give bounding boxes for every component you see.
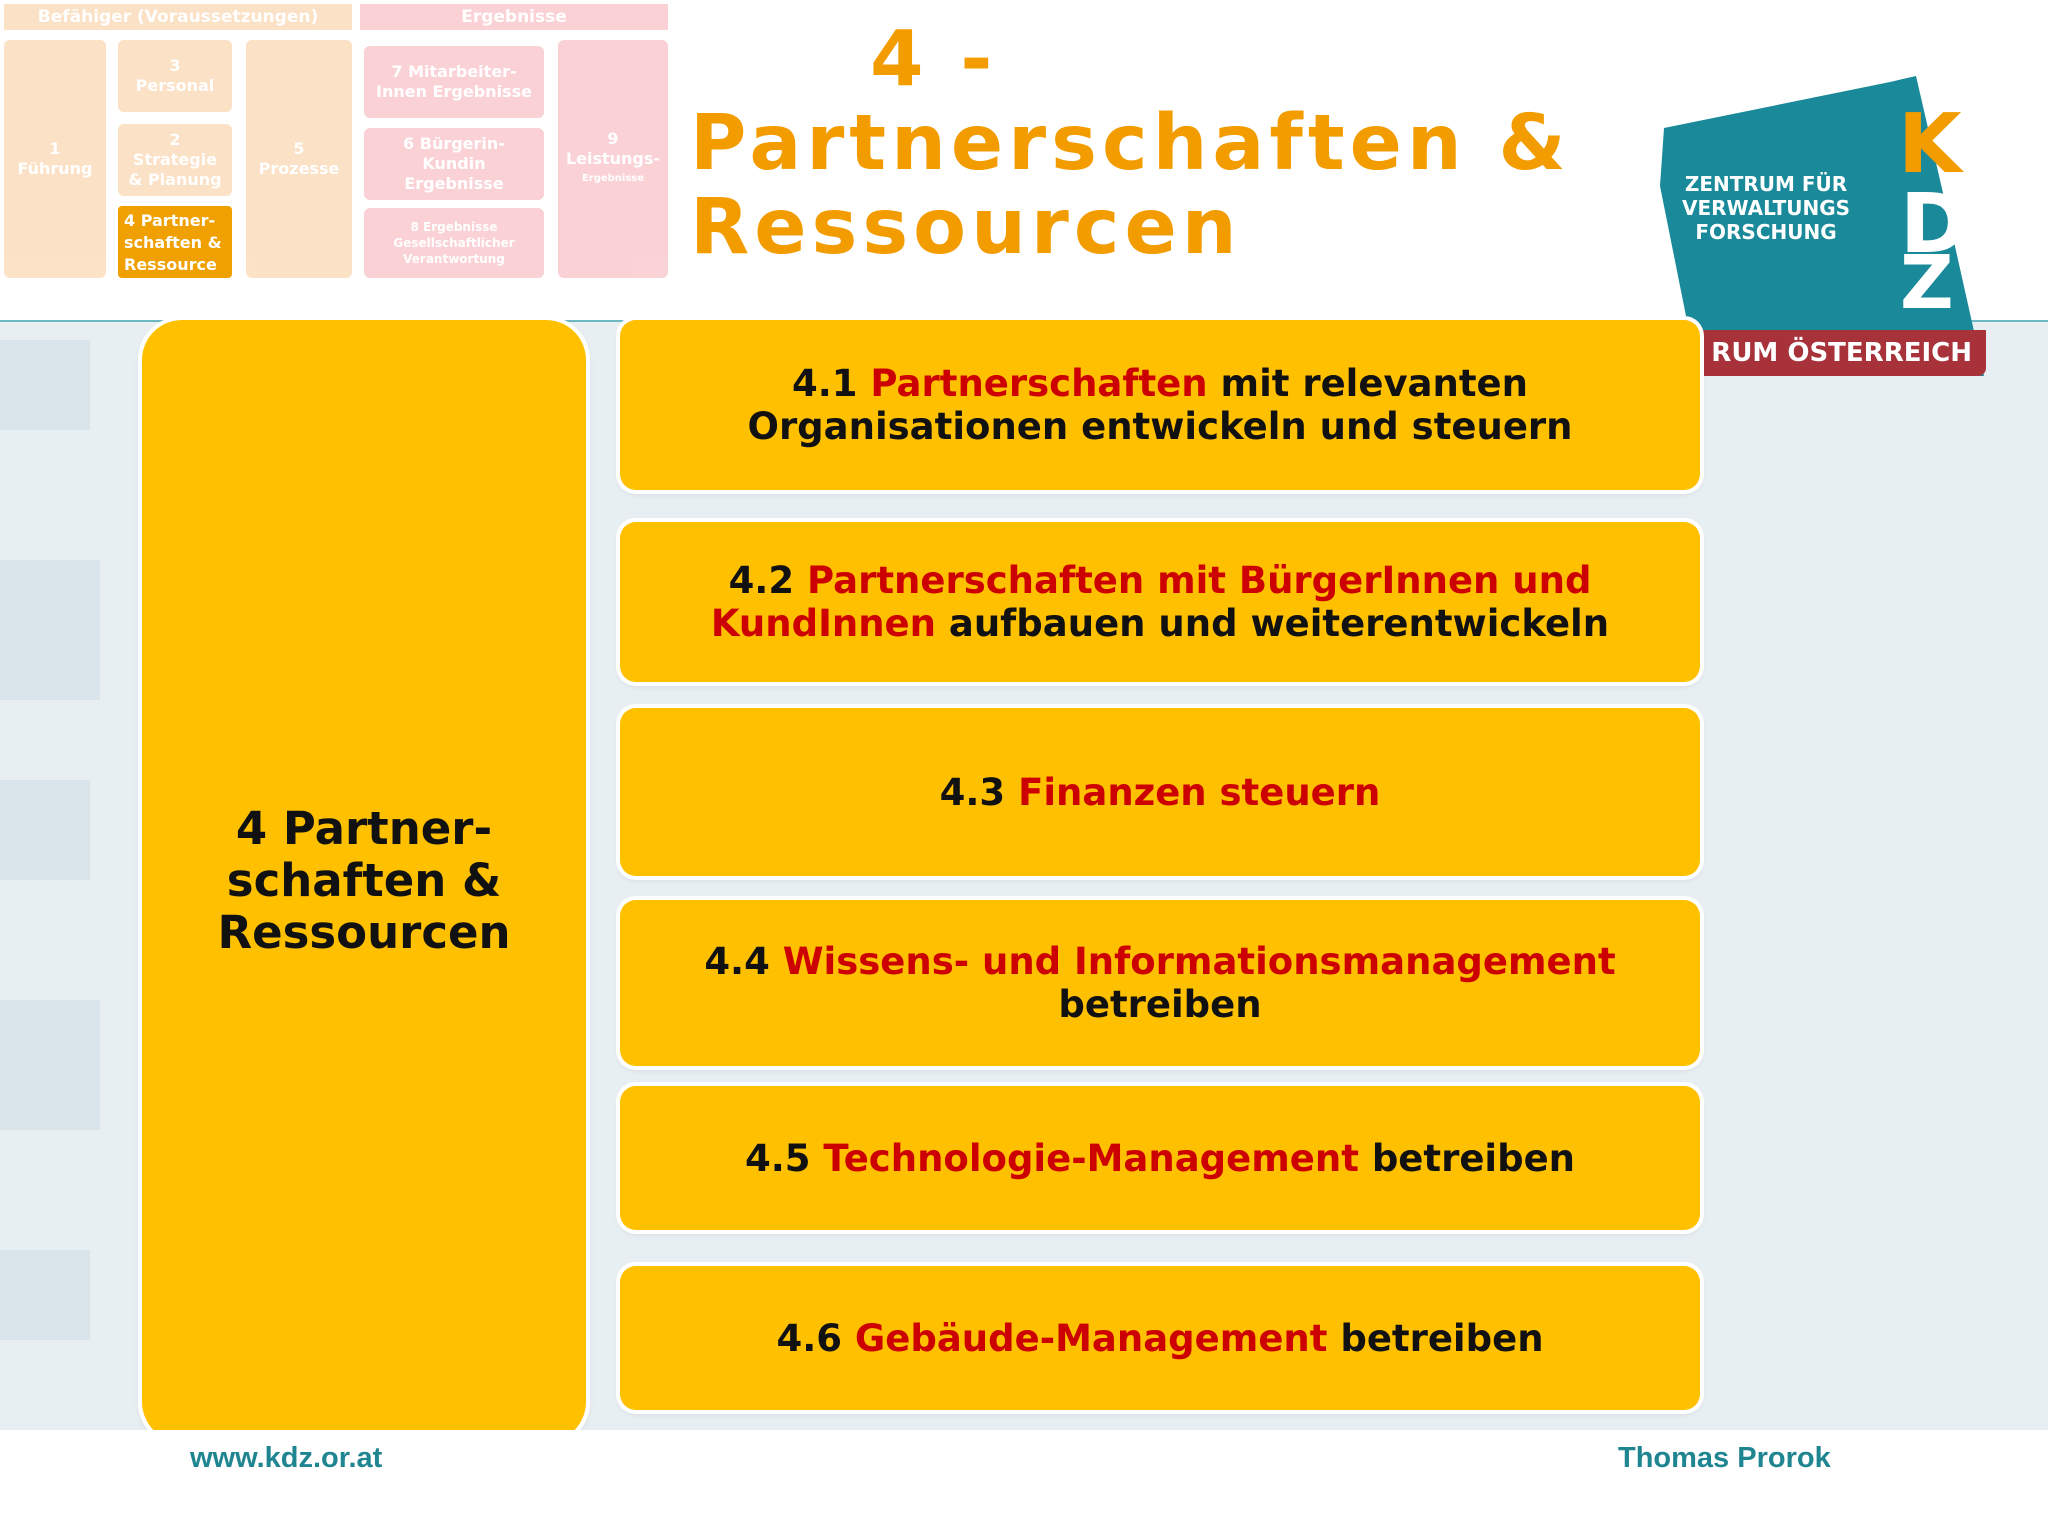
thumbnail-box-fuehrung: 1 Führung	[4, 40, 106, 278]
thumbnail-box-partnerschaften-highlight: 4 Partner- schaften & Ressource	[118, 206, 232, 278]
criterion-4-3: 4.3 Finanzen steuern	[620, 708, 1700, 876]
background-shape	[0, 1250, 90, 1340]
logo-caption: ZENTRUM FÜR VERWALTUNGS FORSCHUNG	[1681, 172, 1851, 244]
logo-letter-z: Z	[1900, 240, 1954, 326]
logo-bar: RUM ÖSTERREICH	[1700, 330, 1986, 376]
criterion-4-5: 4.5 Technologie-Management betreiben	[620, 1086, 1700, 1230]
kdz-logo: K D Z	[1660, 76, 1984, 376]
page-title: 4 - Partnerschaften & Ressourcen	[690, 18, 1590, 270]
criterion-4-4: 4.4 Wissens- und Informationsmanagement …	[620, 900, 1700, 1066]
footer	[0, 1430, 2048, 1536]
thumbnail-box-leistung: 9 Leistungs-Ergebnisse	[558, 40, 668, 278]
logo-letter-d: D	[1900, 177, 1968, 272]
thumbnail-box-gesellschaft: 8 Ergebnisse Gesellschaftlicher Verantwo…	[364, 208, 544, 278]
thumbnail-box-strategie: 2 Strategie & Planung	[118, 124, 232, 196]
title-line-3: Ressourcen	[690, 183, 1242, 272]
thumbnail-box-personal: 3 Personal	[118, 40, 232, 112]
main-category-label: 4 Partner- schaften & Ressourcen	[217, 802, 511, 959]
thumbnail-header-left: Befähiger (Voraussetzungen)	[4, 4, 352, 30]
logo-letter-k: K	[1898, 97, 1965, 192]
footer-url-link[interactable]: www.kdz.or.at	[190, 1442, 383, 1474]
title-line-1: 4 -	[870, 15, 998, 104]
background-shape	[0, 560, 100, 700]
background-shape	[0, 780, 90, 880]
criterion-4-1: 4.1 Partnerschaften mit relevanten Organ…	[620, 320, 1700, 490]
thumbnail-box-buerger: 6 Bürgerin- Kundin Ergebnisse	[364, 128, 544, 200]
thumbnail-box-prozesse: 5 Prozesse	[246, 40, 352, 278]
criterion-4-2: 4.2 Partnerschaften mit BürgerInnen und …	[620, 522, 1700, 682]
title-line-2: Partnerschaften &	[690, 99, 1571, 188]
thumbnail-box-mitarbeiter: 7 Mitarbeiter- Innen Ergebnisse	[364, 46, 544, 118]
background-shape	[0, 1000, 100, 1130]
criterion-4-6: 4.6 Gebäude-Management betreiben	[620, 1266, 1700, 1410]
footer-author: Thomas Prorok	[1618, 1442, 1831, 1474]
main-category-box: 4 Partner- schaften & Ressourcen	[142, 320, 586, 1442]
model-thumbnail: Befähiger (Voraussetzungen) Ergebnisse 1…	[0, 0, 676, 282]
thumbnail-header-right: Ergebnisse	[360, 4, 668, 30]
background-shape	[0, 340, 90, 430]
